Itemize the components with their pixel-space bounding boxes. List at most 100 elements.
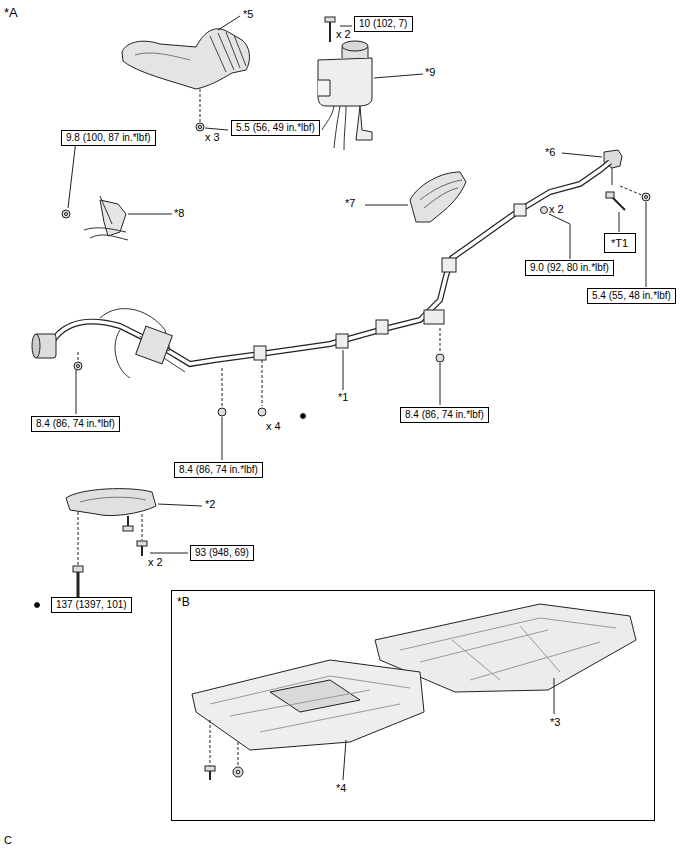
- engine-under-covers-part: [238, 742, 239, 766]
- torque-box: 9.8 (100, 87 in.*lbf): [61, 130, 156, 146]
- torque-box: 5.4 (55, 48 in.*lbf): [587, 288, 676, 304]
- wire-harness-part: [100, 309, 185, 378]
- node-text: *T1: [611, 237, 629, 249]
- wire-bracket-part: [62, 210, 70, 218]
- sensor-and-shield-part: [619, 212, 620, 232]
- air-duct-part: [122, 29, 249, 89]
- reservoir-tank-part: [342, 41, 368, 51]
- reservoir-tank-part: [325, 17, 335, 22]
- engine-mount-bracket-part: [73, 566, 83, 572]
- air-duct-part: [218, 16, 240, 30]
- wire-harness-part: [514, 204, 526, 216]
- wire-harness-part: [440, 363, 441, 405]
- wire-harness-part: [376, 320, 388, 334]
- engine-under-covers-part: [209, 771, 211, 780]
- wire-harness-part: [136, 326, 173, 364]
- engine-mount-bracket-part: [78, 512, 79, 568]
- wire-harness-part: [262, 360, 263, 406]
- node-text: *B: [177, 595, 649, 609]
- engine-under-covers: [192, 604, 636, 780]
- engine-under-covers-part: [236, 770, 240, 774]
- callout-number: *3: [550, 716, 560, 729]
- wire-harness-part: [76, 370, 77, 414]
- sensor-and-shield-part: [620, 186, 644, 196]
- reservoir-tank-part: [318, 80, 330, 96]
- torque-box: 137 (1397, 101): [51, 597, 132, 613]
- wire-harness-part: [254, 346, 266, 360]
- callout-number: *9: [425, 66, 435, 79]
- engine-mount-bracket-part: [35, 603, 40, 608]
- engine-under-covers-part: [270, 680, 360, 712]
- torque-box: 8.4 (86, 74 in.*lbf): [174, 462, 263, 478]
- sensor-and-shield-part: [642, 193, 650, 201]
- node-text: 137 (1397, 101): [56, 599, 127, 611]
- reservoir-tank-part: [322, 106, 346, 150]
- engine-under-covers-part: [233, 767, 243, 777]
- node-text: 9.8 (100, 87 in.*lbf): [66, 132, 151, 144]
- wire-harness-part: [77, 365, 80, 368]
- sensor-and-shield-part: [541, 207, 548, 214]
- view-frame: *B: [171, 590, 655, 821]
- quantity-label: x 2: [336, 28, 351, 41]
- torque-box: 93 (948, 69): [190, 545, 254, 561]
- node-text: 5.5 (56, 49 in.*lbf): [236, 122, 315, 134]
- torque-box: 10 (102, 7): [354, 16, 413, 32]
- sensor-and-shield-part: [549, 214, 570, 259]
- air-duct-part: [198, 125, 201, 128]
- engine-under-covers-part: [554, 678, 555, 714]
- reservoir-tank-part: [340, 26, 352, 27]
- reservoir-tank-part: [318, 58, 372, 106]
- wire-harness-part: [301, 414, 306, 419]
- engine-under-covers-part: [210, 720, 211, 766]
- callout-number: *5: [243, 8, 253, 21]
- reservoir-tank: [318, 17, 423, 150]
- reservoir-tank-part: [374, 74, 423, 78]
- air-duct-part: [210, 32, 246, 72]
- sensor-and-shield-part: [606, 192, 614, 198]
- wire-harness-part: [336, 334, 348, 348]
- node-text: 10 (102, 7): [359, 18, 408, 30]
- engine-under-covers-part: [205, 766, 215, 771]
- wire-harness-part: [343, 350, 344, 390]
- wire-harness-part: [222, 368, 223, 406]
- air-duct: [122, 16, 249, 131]
- quantity-label: x 2: [549, 203, 564, 216]
- reservoir-tank-part: [342, 42, 368, 58]
- callout-number: C: [4, 834, 12, 847]
- callout-number: *2: [205, 498, 215, 511]
- air-duct-part: [200, 89, 201, 122]
- wire-harness-part: [440, 328, 441, 352]
- wire-harness-part: [442, 258, 456, 272]
- node-text: 93 (948, 69): [195, 547, 249, 559]
- quantity-label: x 4: [266, 420, 281, 433]
- callout-number: *1: [338, 391, 348, 404]
- wire-harness-part: [32, 334, 40, 358]
- engine-mount-bracket-part: [137, 541, 147, 546]
- engine-under-covers-part: [400, 618, 616, 680]
- wire-bracket-part: [65, 213, 68, 216]
- engine-mount-bracket-part: [123, 526, 133, 531]
- wire-harness-part: [218, 408, 226, 416]
- wire-harness-part: [424, 310, 444, 324]
- node-text: 8.4 (86, 74 in.*lbf): [405, 409, 484, 421]
- node-text: 9.0 (92, 80 in.*lbf): [530, 262, 609, 274]
- callout-number: *4: [336, 782, 346, 795]
- engine-mount-bracket-part: [141, 546, 143, 556]
- quantity-label: x 3: [205, 131, 220, 144]
- wire-harness-part: [78, 352, 79, 362]
- callout-number: *8: [174, 207, 184, 220]
- sensor-and-shield-part: [365, 205, 408, 206]
- engine-under-covers-part: [210, 676, 410, 732]
- node-text: 5.4 (55, 48 in.*lbf): [592, 290, 671, 302]
- wire-harness-part: [436, 354, 444, 362]
- callout-number: *6: [545, 146, 555, 159]
- engine-mount-bracket-part: [80, 497, 146, 502]
- reservoir-tank-part: [356, 106, 372, 140]
- node-text: 8.4 (86, 74 in.*lbf): [179, 464, 258, 476]
- engine-under-covers-part: [192, 660, 424, 750]
- engine-mount-bracket-part: [142, 514, 143, 540]
- engine-mount-bracket-part: [158, 504, 202, 506]
- sensor-and-shield-part: [612, 168, 613, 185]
- node-text: 8.4 (86, 74 in.*lbf): [36, 418, 115, 430]
